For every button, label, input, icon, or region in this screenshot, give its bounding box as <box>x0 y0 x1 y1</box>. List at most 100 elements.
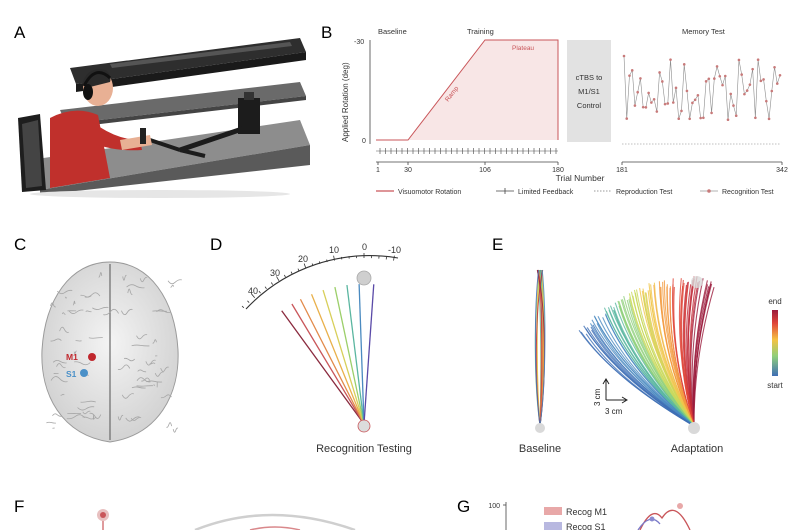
gyrus-line <box>66 414 86 420</box>
angle-tick <box>333 255 335 261</box>
probe-line <box>322 289 365 425</box>
memory-trace-dot <box>628 74 631 77</box>
panel-c-brain: M1 S1 <box>41 261 182 443</box>
panel-letter-f: F <box>14 497 24 516</box>
gyrus-line <box>68 309 84 314</box>
gyrus-line <box>52 360 67 364</box>
x-tick-30: 30 <box>404 167 412 174</box>
memory-trace-dot <box>751 67 754 71</box>
robot-handle <box>140 128 146 144</box>
angle-tick <box>241 305 245 309</box>
phase-label-memory: Memory Test <box>682 27 726 36</box>
gyrus-line <box>60 393 65 396</box>
gyrus-line <box>61 312 66 315</box>
gyrus-line <box>123 357 136 362</box>
adaptation-trajectory <box>578 330 695 427</box>
memory-trace-dot <box>691 101 694 105</box>
x-tick-181: 181 <box>616 167 628 174</box>
baseline-trajectory <box>539 269 546 427</box>
x-tick-marks <box>377 162 783 165</box>
angle-arc <box>245 255 399 310</box>
gyrus-line <box>136 334 148 340</box>
x-tick-1: 1 <box>376 167 380 174</box>
chair-back-mesh <box>22 120 42 188</box>
scale-bar <box>602 378 628 404</box>
gyrus-line <box>131 344 150 347</box>
gyrus-line <box>153 384 156 386</box>
memory-trace-dot <box>682 63 686 66</box>
s1-label: S1 <box>66 369 77 379</box>
headphones-cup <box>83 84 93 100</box>
probe-line <box>334 286 365 425</box>
memory-trace-dot <box>737 58 741 62</box>
legend-rotation: Visuomotor Rotation <box>398 189 461 196</box>
x-tick-106: 106 <box>479 167 491 174</box>
gyrus-line <box>139 276 148 283</box>
tick-10: 10 <box>329 245 339 255</box>
probe-line <box>281 310 365 425</box>
memory-trace-dot <box>688 117 691 121</box>
tick-0: 0 <box>362 242 367 252</box>
robot-top <box>244 92 254 100</box>
training-fill <box>408 40 558 140</box>
memory-trace-dot <box>674 86 678 90</box>
angle-tick <box>270 282 273 285</box>
memory-trace-dot <box>630 69 634 72</box>
panel-f-inner-arc <box>249 526 301 530</box>
memory-trace-dot <box>726 118 730 122</box>
memory-trace-dot <box>644 106 648 109</box>
adaptation-trajectory <box>658 281 695 427</box>
angle-tick <box>247 300 250 303</box>
g-ytick-100: 100 <box>488 503 500 510</box>
angle-tick <box>258 290 261 294</box>
colorbar <box>772 310 778 376</box>
gyrus-line <box>121 393 134 399</box>
memory-trace-dot <box>721 83 724 87</box>
gyrus-line <box>88 337 103 339</box>
gyrus-line <box>80 400 96 403</box>
angle-tick <box>393 255 395 261</box>
panel-d-diagram: 40 30 20 10 0 -10 Recognition Testing <box>241 242 412 455</box>
colorbar-end: end <box>768 297 781 306</box>
panel-letter-d: D <box>210 235 222 254</box>
gyrus-line <box>127 288 133 295</box>
memory-trace-dot <box>671 101 675 104</box>
memory-trace-dot <box>702 116 705 120</box>
adaptation-trajectory <box>672 278 695 427</box>
ctbs-line-1: cTBS to <box>576 73 603 82</box>
floor-shadow <box>30 190 290 198</box>
memory-trace-dot <box>759 79 763 83</box>
memory-trace-dot <box>748 83 752 86</box>
memory-trace-dot <box>655 110 659 113</box>
gyrus-line <box>89 412 102 419</box>
g-peak-m1 <box>677 503 683 509</box>
panel-letter-g: G <box>457 497 470 516</box>
gyrus-line <box>146 380 163 383</box>
g-curve-m1 <box>639 509 691 530</box>
x-tick-180: 180 <box>552 167 564 174</box>
adaptation-trajectory <box>586 327 695 427</box>
m1-marker <box>88 353 96 361</box>
memory-trace-dot <box>707 77 711 81</box>
g-legend-swatch-m1 <box>544 507 562 515</box>
memory-trace-dot <box>754 116 757 120</box>
colorbar-start: start <box>767 381 783 390</box>
baseline-start <box>535 423 545 433</box>
probe-line <box>358 284 365 425</box>
memory-trace-dot <box>767 117 771 121</box>
adaptation-trajectories <box>578 276 715 427</box>
memory-trace-dot <box>775 82 779 85</box>
gyrus-line <box>59 326 69 333</box>
gyrus-line <box>82 410 91 415</box>
gyrus-line <box>74 361 91 366</box>
memory-trace-dot <box>661 80 664 83</box>
headphones-band <box>82 71 112 87</box>
baseline-trajectory <box>536 269 541 427</box>
adaptation-target <box>691 276 703 288</box>
adaptation-trajectory <box>663 280 695 427</box>
memory-trace-dot <box>715 65 719 68</box>
baseline-trajectory <box>537 269 543 427</box>
panel-letter-e: E <box>492 235 503 254</box>
gyrus-line <box>80 294 92 298</box>
